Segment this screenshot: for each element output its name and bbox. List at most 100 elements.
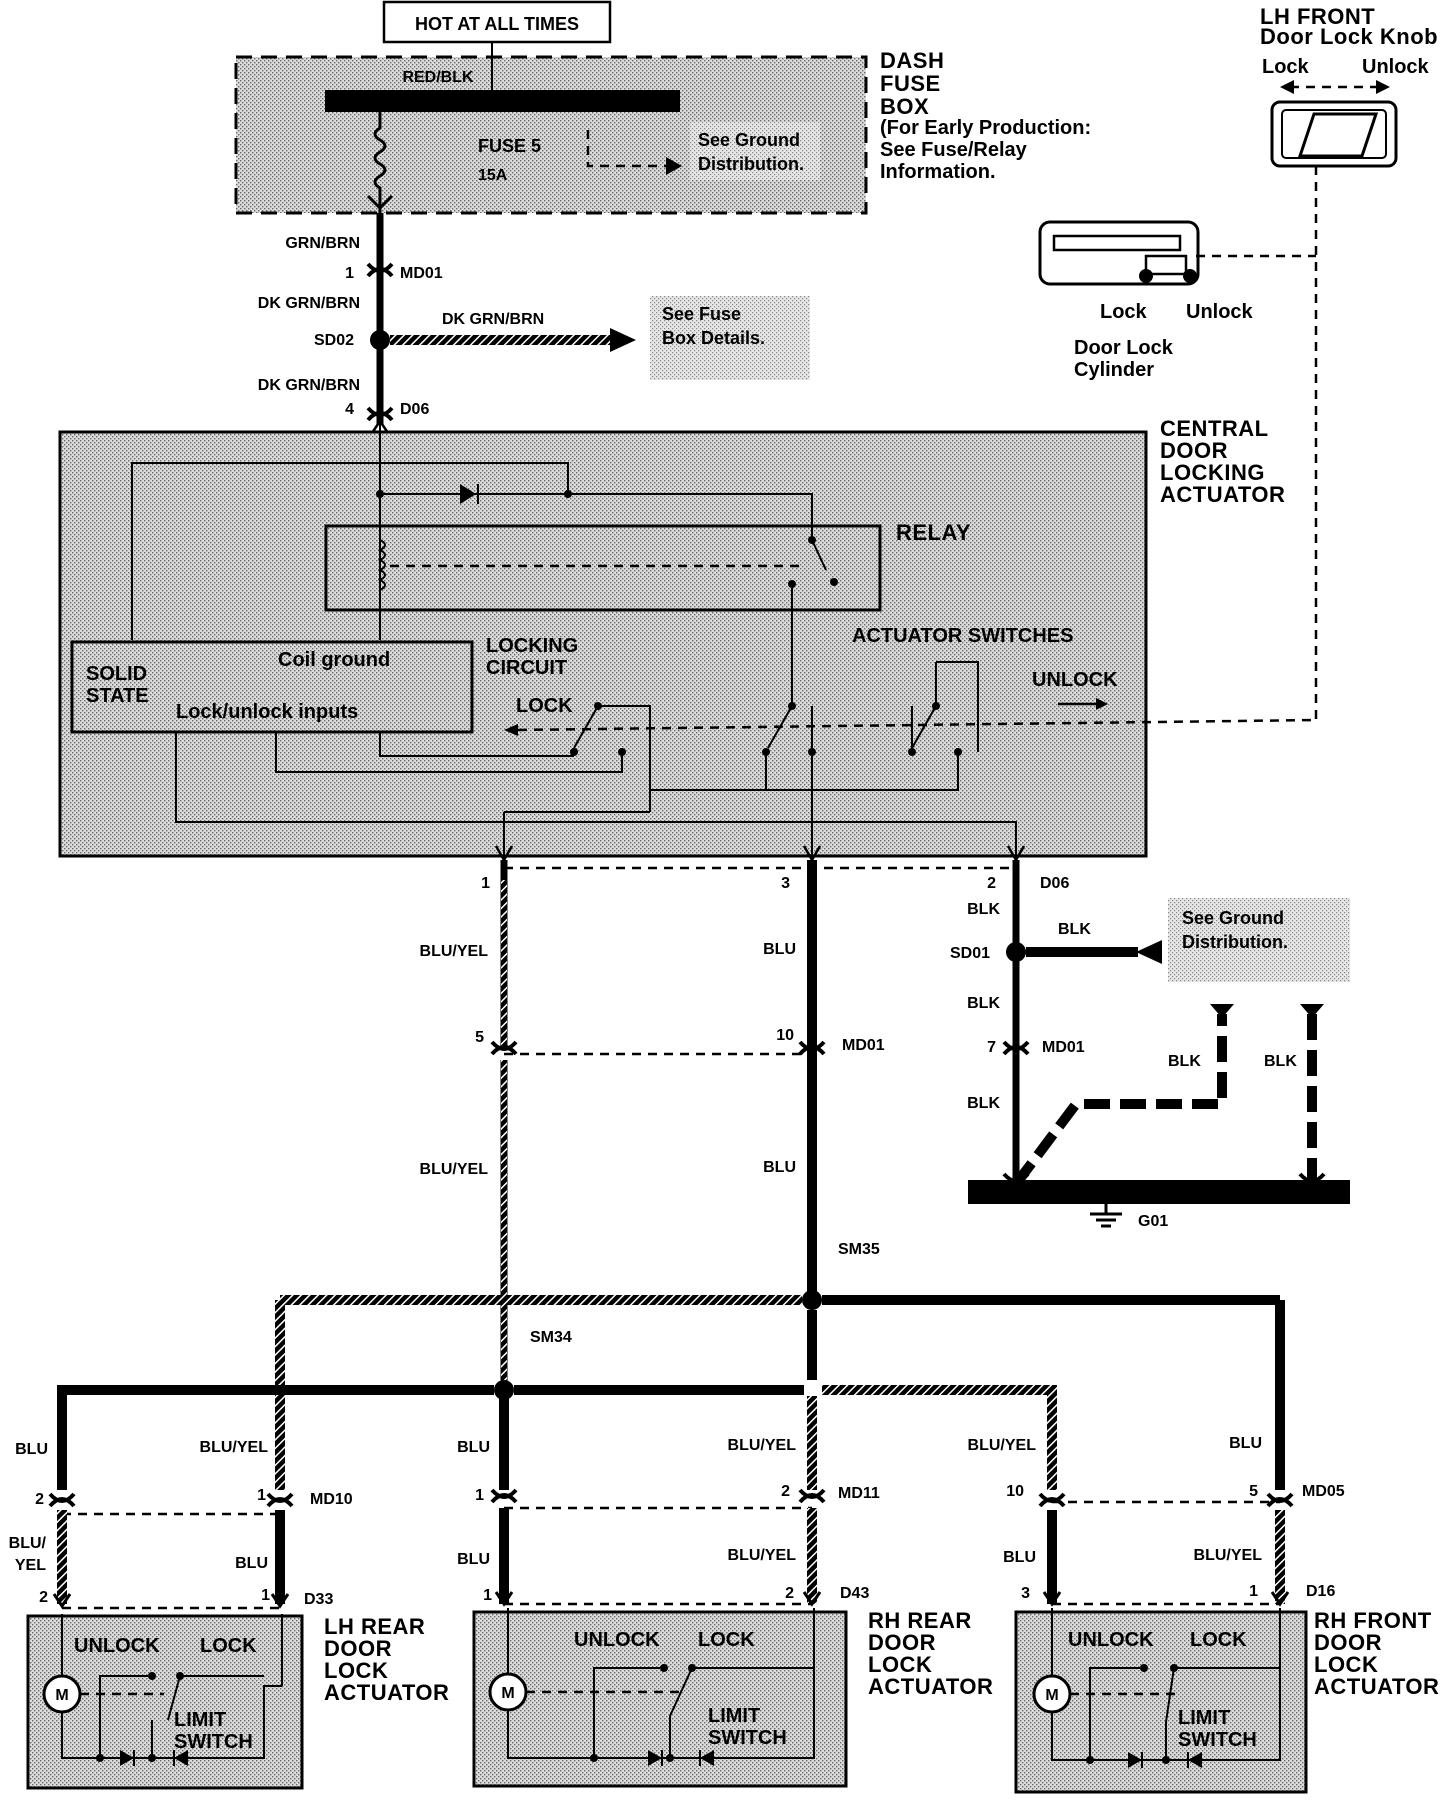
lh-rear-door-lock-actuator: M UNLOCK LOCK LIMIT SWITCH — [26, 1614, 304, 1790]
fuse-box-details-ref-line2: Box Details. — [662, 328, 765, 348]
splice-sd02-label: SD02 — [314, 332, 354, 349]
lock-switch-label: LOCK — [516, 695, 573, 717]
splice-sm34-label: SM34 — [530, 1329, 572, 1346]
md10-pin-1: 1 — [257, 1487, 266, 1504]
pin-2-d06: 2 — [987, 875, 996, 892]
d43-connector: D43 — [840, 1585, 869, 1602]
d06-connector-bottom: D06 — [1040, 875, 1069, 892]
rh-front-lock-label: LOCK — [1190, 1629, 1247, 1651]
lh-rear-wire-left-label: BLU — [15, 1441, 48, 1458]
rh-front-door-wiring: BLU/YEL BLU 10 5 MD05 BLU BLU/YEL 3 1 D1… — [968, 1435, 1439, 1699]
coil-ground-label: Coil ground — [278, 649, 390, 671]
fuse-5-symbol — [373, 112, 387, 213]
cylinder-title-line2: Cylinder — [1074, 359, 1154, 381]
actuator-title-line2: DOOR — [1160, 438, 1228, 463]
cylinder-key-icon — [1144, 254, 1188, 276]
rh-front-unlock-label: UNLOCK — [1068, 1629, 1154, 1651]
knob-title-line1: LH FRONT — [1260, 4, 1375, 29]
ground-dist-ref-line2: Distribution. — [1182, 932, 1288, 952]
md11-connector: MD11 — [838, 1485, 880, 1502]
wire-blk-label-3: BLK — [967, 995, 1000, 1012]
lh-rear-wire-right-label: BLU/YEL — [200, 1439, 269, 1456]
rh-front-wire-right-label: BLU — [1229, 1435, 1262, 1452]
md01-connector-top: MD01 — [400, 265, 443, 282]
splice-sd01 — [1006, 942, 1026, 962]
rh-front-title-line1: RH FRONT — [1314, 1608, 1432, 1633]
d33-pin-1: 1 — [261, 1587, 270, 1604]
rh-rear-wire-right-label-2: BLU/YEL — [728, 1547, 797, 1564]
rh-rear-limit-line1: LIMIT — [708, 1705, 760, 1727]
fuse-box-note-line3: Information. — [880, 161, 996, 183]
wire-dk-grn-brn-label-1: DK GRN/BRN — [258, 295, 360, 312]
wire-dk-grn-brn-label-2: DK GRN/BRN — [442, 311, 544, 328]
rh-rear-door-wiring: BLU BLU/YEL 1 2 MD11 BLU BLU/YEL 1 2 D43… — [457, 1437, 993, 1699]
rh-front-title-line3: LOCK — [1314, 1652, 1378, 1677]
d33-pin-2: 2 — [39, 1589, 48, 1606]
knob-rocker-icon — [1297, 112, 1379, 158]
lh-rear-title-line1: LH REAR — [324, 1614, 425, 1639]
rh-rear-unlock-label: UNLOCK — [574, 1629, 660, 1651]
locking-circuit-line2: CIRCUIT — [486, 657, 567, 679]
fuse-amperage: 15A — [478, 167, 508, 184]
wire-blu-label-2: BLU — [763, 1159, 796, 1176]
fuse-ground-ref-line1: See Ground — [698, 130, 800, 150]
fuse-box-title-line2: FUSE — [880, 71, 941, 96]
d43-pin-2: 2 — [785, 1585, 794, 1602]
lh-rear-motor-label: M — [55, 1687, 68, 1704]
d16-pin-3: 3 — [1021, 1585, 1030, 1602]
rh-rear-title-line3: LOCK — [868, 1652, 932, 1677]
lh-rear-unlock-label: UNLOCK — [74, 1635, 160, 1657]
actuator-title-line4: ACTUATOR — [1160, 482, 1285, 507]
wire-blk-label-1: BLK — [967, 901, 1000, 918]
actuator-title-line1: CENTRAL — [1160, 416, 1269, 441]
unlock-direction-label: UNLOCK — [1032, 669, 1118, 691]
wire-blk-label-4: BLK — [967, 1095, 1000, 1112]
rh-front-motor-label: M — [1045, 1687, 1058, 1704]
d06-connector-top: D06 — [400, 401, 429, 418]
wire-blu-label-1: BLU — [763, 941, 796, 958]
rh-front-wire-left-label: BLU/YEL — [968, 1437, 1037, 1454]
dash-fuse-box: RED/BLK FUSE 5 15A See Ground Distributi… — [234, 42, 1091, 215]
md05-connector: MD05 — [1302, 1483, 1345, 1500]
locking-circuit-line1: LOCKING — [486, 635, 578, 657]
md11-pin-1: 1 — [475, 1487, 484, 1504]
solid-state-line1: SOLID — [86, 663, 147, 685]
knob-unlock-label: Unlock — [1362, 56, 1430, 78]
lh-rear-lock-label: LOCK — [200, 1635, 257, 1657]
pin-1-d06: 1 — [481, 875, 490, 892]
feed-wiring: GRN/BRN 1 MD01 DK GRN/BRN SD02 DK GRN/BR… — [258, 213, 810, 425]
lock-unlock-inputs-label: Lock/unlock inputs — [176, 701, 358, 723]
rh-front-wire-left-label-2: BLU — [1003, 1549, 1036, 1566]
door-lock-cylinder: Lock Unlock Door Lock Cylinder — [1038, 220, 1316, 381]
fuse-input-wire-label: RED/BLK — [402, 69, 474, 86]
cylinder-unlock-label: Unlock — [1186, 301, 1254, 323]
fuse-box-title-line1: DASH — [880, 48, 944, 73]
md05-pin-10: 10 — [1006, 1483, 1024, 1500]
hot-at-all-times-box: HOT AT ALL TIMES — [382, 0, 612, 44]
wire-blu-yel-label-1: BLU/YEL — [420, 943, 489, 960]
md01-connector-ground: MD01 — [1042, 1039, 1085, 1056]
rh-front-wire-right-label-2: BLU/YEL — [1194, 1547, 1263, 1564]
md10-pin-2: 2 — [35, 1491, 44, 1508]
md01-pin-5: 5 — [475, 1029, 484, 1046]
lh-rear-title-line2: DOOR — [324, 1636, 392, 1661]
d16-connector: D16 — [1306, 1583, 1335, 1600]
d16-pin-1: 1 — [1249, 1583, 1258, 1600]
fuse-bus-bar — [325, 90, 680, 112]
rh-rear-wire-left-label: BLU — [457, 1439, 490, 1456]
lh-rear-limit-line1: LIMIT — [174, 1709, 226, 1731]
cylinder-lock-label: Lock — [1100, 301, 1148, 323]
fuse-ground-ref-line2: Distribution. — [698, 154, 804, 174]
rh-front-title-line4: ACTUATOR — [1314, 1674, 1439, 1699]
hot-at-all-times-label: HOT AT ALL TIMES — [415, 14, 579, 34]
rh-front-limit-line1: LIMIT — [1178, 1707, 1230, 1729]
rh-rear-wire-left-label-2: BLU — [457, 1551, 490, 1568]
lh-rear-door-wiring: BLU BLU/YEL 2 1 MD10 BLU/ YEL BLU 2 1 D3… — [9, 1439, 449, 1705]
ground-dist-ref-line1: See Ground — [1182, 908, 1284, 928]
wire-blk-label-5: BLK — [1168, 1053, 1201, 1070]
knob-title-line2: Door Lock Knob — [1260, 24, 1438, 49]
lh-rear-title-line4: ACTUATOR — [324, 1680, 449, 1705]
md01-pin-1: 1 — [345, 265, 354, 282]
md05-pin-5: 5 — [1249, 1483, 1258, 1500]
